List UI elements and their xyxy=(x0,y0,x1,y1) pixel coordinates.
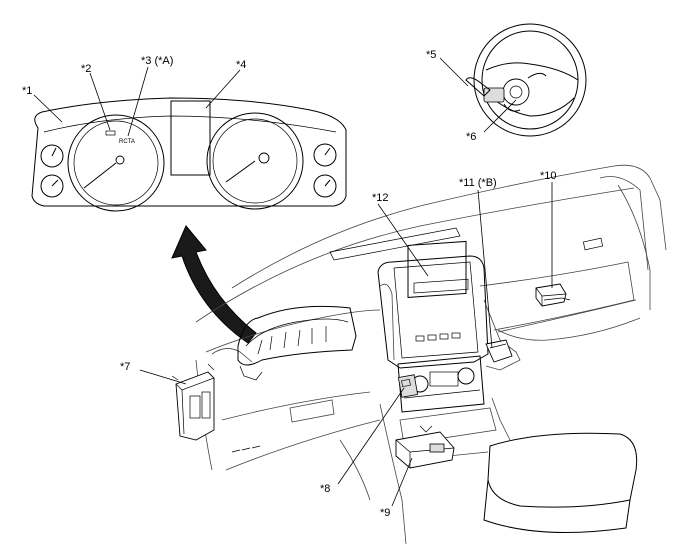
callout-8: *8 xyxy=(320,483,330,495)
callout-2: *2 xyxy=(81,63,91,75)
callout-10: *10 xyxy=(540,170,557,182)
callout-3: *3 (*A) xyxy=(141,55,173,67)
callout-5: *5 xyxy=(426,49,436,61)
module-part-7 xyxy=(171,363,215,441)
rcta-indicator-label: RCTA xyxy=(119,139,135,145)
steering-wheel-assembly xyxy=(465,23,587,137)
leader-lines xyxy=(33,57,553,507)
combination-meter-assembly: RCTA xyxy=(31,97,347,212)
callout-7: *7 xyxy=(120,361,130,373)
navigation-display xyxy=(407,240,467,299)
switch-part-8 xyxy=(397,374,419,398)
module-part-11 xyxy=(485,339,513,363)
callout-6: *6 xyxy=(466,131,476,143)
ecu-part-9 xyxy=(395,425,455,469)
installed-combination-meter xyxy=(237,305,357,381)
callout-11: *11 (*B) xyxy=(459,177,497,189)
relocation-arrow xyxy=(171,225,257,344)
indicator-light xyxy=(105,130,116,136)
callout-4: *4 xyxy=(236,59,246,71)
callout-12: *12 xyxy=(372,192,389,204)
callout-9: *9 xyxy=(380,507,390,519)
sensor-part-10 xyxy=(535,283,571,307)
callout-1: *1 xyxy=(22,85,32,97)
multi-information-display xyxy=(170,100,211,176)
instrument-panel xyxy=(195,164,667,545)
